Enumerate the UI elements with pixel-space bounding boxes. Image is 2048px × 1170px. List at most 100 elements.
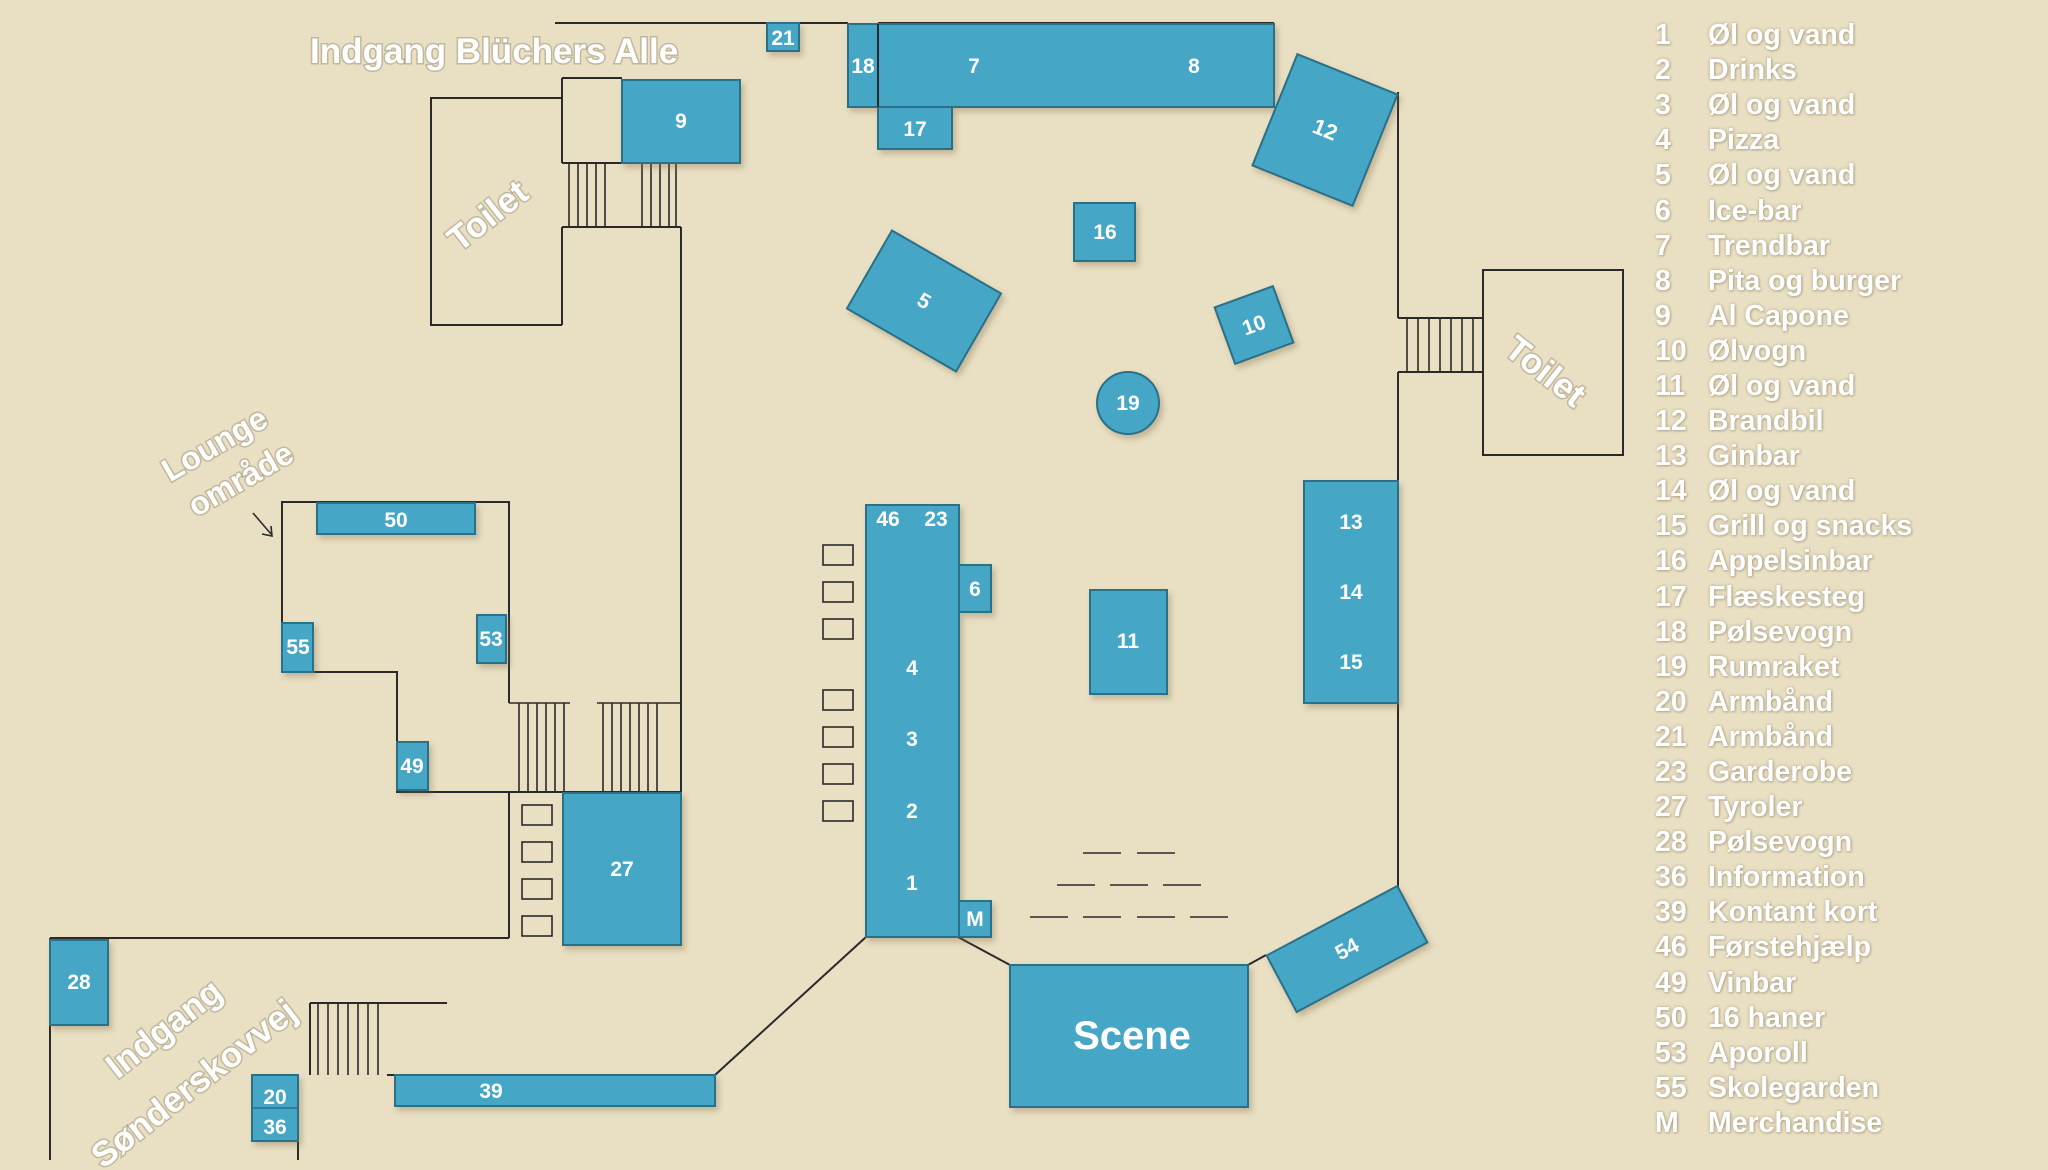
booth-53[interactable] [476,614,507,664]
legend-code: 14 [1655,475,1687,508]
legend-code: 12 [1655,405,1687,438]
legend-item: 19 Rumraket [1655,650,2045,685]
booth-54[interactable] [1265,884,1429,1014]
legend-name: Armbånd [1708,720,1834,753]
legend-item: 28 Pølsevogn [1655,825,2045,860]
legend-name: Pølsevogn [1708,826,1853,859]
legend-code: 15 [1655,510,1687,543]
booth-28[interactable] [49,939,109,1026]
booth-label-17: 17 [903,118,926,141]
booth-label-46: 46 [876,508,899,531]
legend-name: Ice-bar [1708,194,1802,227]
legend-name: Trendbar [1708,229,1830,262]
legend-code: M [1655,1106,1679,1139]
legend-name: Armbånd [1708,685,1834,718]
booth-17[interactable] [877,106,953,150]
booth-label-8: 8 [1188,55,1200,78]
booth-label-53: 53 [479,628,502,651]
legend-code: 9 [1655,299,1671,332]
legend-code: 39 [1655,896,1687,929]
legend-name: Øl og vand [1708,19,1856,52]
legend-code: 18 [1655,615,1687,648]
booth-label-16: 16 [1093,221,1116,244]
booth-label-M: M [966,908,984,931]
booth-21[interactable] [766,22,800,52]
booth-label-13: 13 [1339,511,1362,534]
legend-code: 3 [1655,89,1671,122]
legend-name: Information [1708,861,1865,894]
stage[interactable] [1009,964,1249,1108]
legend-name: Kontant kort [1708,896,1878,929]
entrance-north-label: Indgang Blüchers Alle [310,32,678,71]
booth-16[interactable] [1073,202,1136,262]
booth-label-49: 49 [400,755,423,778]
legend-item: 7 Trendbar [1655,229,2045,264]
booth-label-55: 55 [286,636,310,659]
legend-code: 4 [1655,124,1671,157]
toilet-west-label: Toilet [440,172,536,259]
booth-39[interactable] [394,1074,716,1107]
legend-code: 1 [1655,19,1671,52]
legend-name: Vinbar [1708,966,1797,999]
stairs [310,162,1474,1075]
booth-55[interactable] [281,622,314,673]
legend-name: Al Capone [1708,299,1849,332]
legend-code: 16 [1655,545,1687,578]
booth-label-7: 7 [968,55,980,78]
legend-name: Øl og vand [1708,89,1856,122]
legend-name: Drinks [1708,54,1797,87]
legend-code: 19 [1655,650,1687,683]
booth-10[interactable] [1213,284,1295,366]
stairs-west-toilet-2 [640,162,677,227]
legend-item: 4 Pizza [1655,123,2045,158]
legend-code: 49 [1655,966,1687,999]
legend-code: 11 [1655,369,1686,402]
booth-M[interactable] [958,900,992,938]
booth-5[interactable] [845,229,1003,373]
booth-12[interactable] [1251,52,1399,208]
booth-13-15[interactable] [1303,480,1399,704]
booth-label-15: 15 [1339,651,1363,674]
legend-name: Rumraket [1708,650,1840,683]
legend-item: 46 Førstehjælp [1655,930,2045,965]
booth-label-28: 28 [67,971,91,994]
legend-code: 7 [1655,229,1671,262]
booth-label-2: 2 [906,800,918,823]
legend-code: 53 [1655,1036,1687,1069]
booth-27[interactable] [562,792,682,946]
booth-18[interactable] [847,23,879,108]
legend-name: Førstehjælp [1708,931,1872,964]
booth-49[interactable] [396,741,429,791]
legend-code: 5 [1655,159,1671,192]
legend-name: Pita og burger [1708,264,1902,297]
legend-code: 46 [1655,931,1687,964]
booth-9[interactable] [621,79,741,164]
legend-code: 23 [1655,756,1687,789]
legend-name: Pølsevogn [1708,615,1853,648]
booth-11[interactable] [1089,589,1168,695]
booth-6[interactable] [958,564,992,613]
legend-code: 36 [1655,861,1687,894]
booth-50[interactable] [316,502,476,535]
legend-code: 6 [1655,194,1671,227]
legend-code: 17 [1655,580,1687,613]
lounge-arrow-icon [252,512,273,537]
legend-code: 10 [1655,334,1687,367]
booth-19[interactable] [1096,371,1160,435]
booth-bar-46-1[interactable] [865,504,960,938]
booth-7-8[interactable] [877,23,1275,108]
legend-name: Skolegarden [1708,1071,1880,1104]
booth-label-50: 50 [384,509,407,532]
legend-name: Pizza [1708,124,1780,157]
legend-code: 28 [1655,826,1687,859]
